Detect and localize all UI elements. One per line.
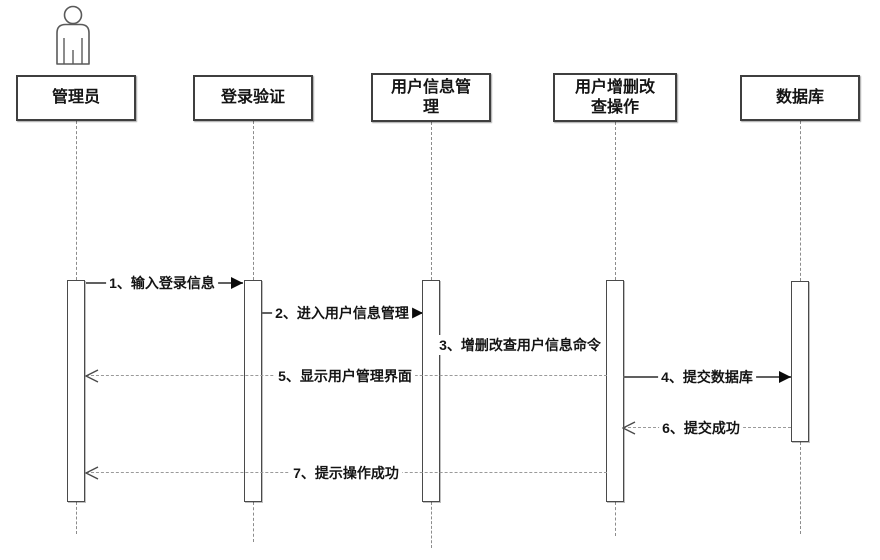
message-7-arrowhead-icon bbox=[85, 466, 99, 480]
lifeline-login-verification-lower bbox=[253, 502, 254, 542]
lifeline-user-crud-operations-lower bbox=[615, 502, 616, 536]
activation-bar-database bbox=[791, 281, 809, 442]
lifeline-box-database: 数据库 bbox=[740, 75, 860, 121]
message-1-arrowhead-icon bbox=[231, 277, 243, 289]
message-3-label: 3、增删改查用户信息命令 bbox=[436, 335, 604, 355]
lifeline-user-info-management-upper bbox=[431, 122, 432, 280]
message-6-arrowhead-icon bbox=[622, 421, 636, 435]
message-4-arrowhead-icon bbox=[779, 371, 791, 383]
message-2-label: 2、进入用户信息管理 bbox=[272, 303, 412, 323]
lifeline-user-crud-operations-upper bbox=[615, 122, 616, 280]
activation-bar-user-info-management bbox=[422, 280, 440, 502]
message-7-label: 7、提示操作成功 bbox=[290, 463, 402, 483]
lifeline-box-admin: 管理员 bbox=[16, 75, 136, 121]
lifeline-user-info-management-lower bbox=[431, 502, 432, 548]
lifeline-label-user-crud-operations: 用户增删改 查操作 bbox=[574, 78, 655, 116]
message-5-arrowhead-icon bbox=[85, 369, 99, 383]
message-1-label: 1、输入登录信息 bbox=[106, 273, 218, 293]
message-2-arrowhead-icon bbox=[411, 307, 423, 319]
lifeline-box-login-verification: 登录验证 bbox=[193, 75, 313, 121]
lifeline-database-lower bbox=[800, 442, 801, 534]
activation-bar-user-crud-operations bbox=[606, 280, 624, 502]
lifeline-label-database: 数据库 bbox=[775, 89, 824, 106]
lifeline-box-user-crud-operations: 用户增删改 查操作 bbox=[553, 73, 677, 122]
actor-icon bbox=[56, 5, 90, 65]
lifeline-label-user-info-management: 用户信息管 理 bbox=[390, 78, 471, 116]
lifeline-label-admin: 管理员 bbox=[51, 89, 100, 106]
activation-bar-admin bbox=[67, 280, 85, 502]
lifeline-box-user-info-management: 用户信息管 理 bbox=[371, 73, 491, 122]
lifeline-admin-upper bbox=[76, 121, 77, 280]
message-4-label: 4、提交数据库 bbox=[658, 367, 756, 387]
message-5-label: 5、显示用户管理界面 bbox=[275, 366, 415, 386]
activation-bar-login-verification bbox=[244, 280, 262, 502]
lifeline-database-upper bbox=[800, 121, 801, 281]
lifeline-label-login-verification: 登录验证 bbox=[220, 89, 285, 106]
lifeline-admin-lower bbox=[76, 502, 77, 534]
lifeline-login-verification-upper bbox=[253, 121, 254, 280]
message-6-label: 6、提交成功 bbox=[659, 418, 743, 438]
